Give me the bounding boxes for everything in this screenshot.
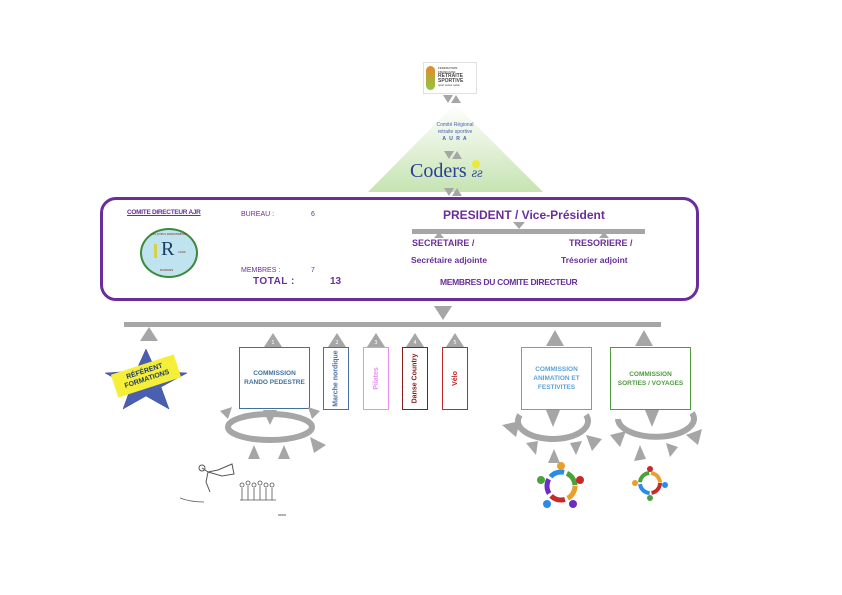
club-logo-year: 1992 [178, 250, 186, 254]
arrow-up-commission-sorties [635, 330, 653, 346]
bureau-count: 6 [311, 211, 315, 218]
arrow-down-main [444, 188, 454, 196]
commission-marche-nordique-label: Marche nordique [332, 350, 340, 407]
commission-sorties-line1: COMMISSION [629, 370, 672, 378]
regional-line2: retraite sportive [437, 129, 473, 135]
arrow-down-president [513, 222, 525, 229]
coders-runners-icon: ƨƨ [471, 166, 483, 181]
commission-3-number: 3 [374, 340, 378, 346]
total-count: 13 [330, 276, 342, 287]
arrow-up-commission-3: 3 [367, 333, 385, 347]
arrow-up-main [452, 188, 462, 196]
total-label: TOTAL : [253, 276, 295, 287]
membres-count: 7 [311, 267, 315, 274]
arrow-up-secretaire [434, 232, 444, 238]
tresorier-adjoint-label: Trésorier adjoint [561, 255, 628, 265]
coders-logo-text: Coders [410, 160, 467, 182]
federation-line3: RETRAITE [438, 73, 463, 79]
commission-animation-line3: FESTIVITES [537, 384, 576, 391]
commission-animation-festivites[interactable]: COMMISSION ANIMATION ET FESTIVITES [521, 347, 592, 410]
tresoriere-label: TRESORIERE / [569, 238, 633, 248]
commission-velo-label: Vélo [451, 371, 459, 386]
federation-logo-text: FEDERATION FRANÇAISE RETRAITE SPORTIVE s… [438, 66, 463, 88]
regional-text: Comité Régional retraite sportive A U R … [420, 122, 490, 143]
arrow-up-commission-animation [546, 330, 564, 346]
commission-marche-nordique[interactable]: Marche nordique [323, 347, 349, 410]
hikers-sketch-icon [180, 463, 286, 516]
cycle-ring-animation-icon [502, 410, 602, 463]
arrow-up-referent [140, 327, 158, 341]
club-logo-note-icon [154, 244, 157, 258]
arrow-down-fed [443, 95, 453, 103]
commissions-connector-bar [124, 322, 661, 327]
commission-danse-country-label: Danse Country [411, 353, 419, 404]
arrow-up-commission-4: 4 [406, 333, 424, 347]
club-logo-letter: R [161, 238, 175, 260]
regional-line3: A U R A [442, 136, 468, 142]
arrow-down-regional [444, 151, 454, 159]
cycle-ring-rando-icon [220, 407, 326, 459]
commission-rando-line1: COMMISSION [253, 370, 296, 377]
commission-sorties-line2: SORTIES / VOYAGES [617, 379, 684, 387]
federation-line2: FRANÇAISE [438, 70, 456, 74]
commission-rando-line2: RANDO PEDESTRE [244, 379, 305, 386]
regional-triangle [368, 104, 543, 192]
coders-sun-icon [472, 160, 480, 168]
federation-line5: sport senior santé [438, 84, 460, 87]
commission-pilates[interactable]: Pilates [363, 347, 389, 410]
club-logo-ring-text: LES JOYEUX RANDONNEURS [151, 233, 187, 236]
commission-animation-line1: COMMISSION [535, 366, 578, 373]
coders-logo: Coders ƨƨ [410, 160, 483, 183]
president-label: PRESIDENT / Vice-Président [443, 208, 605, 222]
federation-logo: FEDERATION FRANÇAISE RETRAITE SPORTIVE s… [423, 62, 477, 94]
teamwork-circle-small-icon [632, 466, 668, 501]
commission-rando-pedestre[interactable]: COMMISSION RANDO PEDESTRE [239, 347, 310, 409]
teamwork-circle-large-icon [537, 462, 584, 508]
arrow-down-commissions [434, 306, 452, 320]
membres-comite-label: MEMBRES DU COMITE DIRECTEUR [440, 277, 578, 287]
commission-5-number: 5 [453, 340, 457, 346]
bureau-connector-bar [412, 229, 645, 234]
secretaire-adjointe-label: Secrétaire adjointe [411, 255, 488, 265]
bureau-label: BUREAU : [241, 211, 275, 218]
commission-animation-line2: ANIMATION ET [533, 375, 580, 382]
commission-danse-country[interactable]: Danse Country [402, 347, 428, 410]
arrow-up-commission-2: 2 [328, 333, 346, 347]
comite-title: COMITE DIRECTEUR AJR [127, 209, 201, 216]
arrow-up-fed [451, 95, 461, 103]
regional-line1: Comité Régional [436, 122, 474, 128]
commission-sorties-voyages[interactable]: COMMISSION SORTIES / VOYAGES [610, 347, 691, 410]
secretaire-label: SECRETAIRE / [412, 238, 475, 248]
arrow-up-regional [452, 151, 462, 159]
commission-2-number: 2 [335, 340, 339, 346]
federation-logo-figure [426, 66, 435, 90]
comite-directeur-box [100, 197, 699, 301]
federation-line4: SPORTIVE [438, 78, 464, 84]
federation-line1: FEDERATION [438, 66, 458, 70]
commission-1-number: 1 [271, 340, 275, 346]
cycle-ring-sorties-icon [610, 410, 702, 461]
commission-pilates-label: Pilates [372, 367, 380, 390]
membres-label: MEMBRES : [241, 267, 281, 274]
commission-4-number: 4 [413, 340, 417, 346]
arrow-up-tresoriere [599, 232, 609, 238]
commission-velo[interactable]: Vélo [442, 347, 468, 410]
arrow-up-commission-1: 1 [264, 333, 282, 347]
arrow-up-commission-5: 5 [446, 333, 464, 347]
club-logo-city: ROMANS [160, 268, 174, 272]
club-logo: LES JOYEUX RANDONNEURS R 1992 ROMANS [140, 228, 198, 278]
